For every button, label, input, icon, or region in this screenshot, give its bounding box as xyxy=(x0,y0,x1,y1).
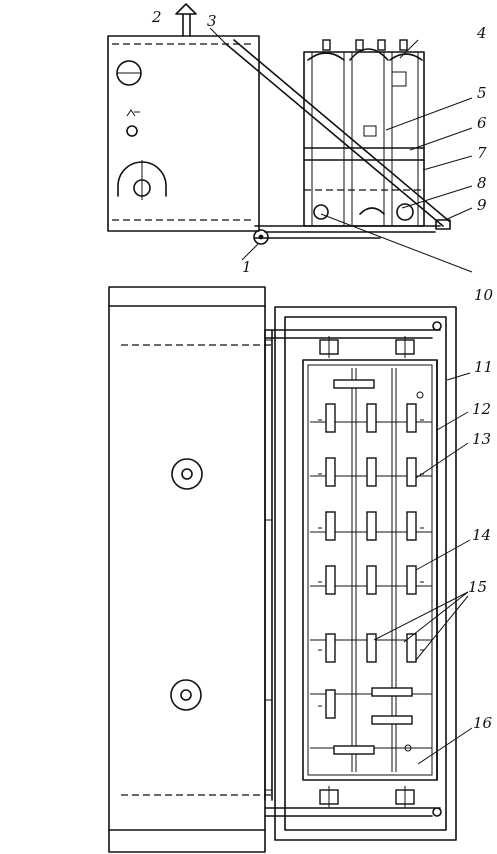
support-stay xyxy=(225,43,444,227)
tray-wheel-left xyxy=(313,204,329,220)
connector-links xyxy=(318,379,424,755)
door-boss-bottom xyxy=(170,679,202,711)
plan-view xyxy=(108,286,457,853)
housing-frame xyxy=(274,306,457,841)
callout-labels: 1 2 3 4 5 6 7 8 9 10 11 12 13 14 15 16 xyxy=(151,8,494,732)
door-boss-top xyxy=(171,458,203,490)
label-4: 4 xyxy=(476,24,487,42)
door-panel-plan xyxy=(108,286,266,853)
label-16: 16 xyxy=(473,714,493,732)
label-13: 13 xyxy=(472,430,491,448)
label-7: 7 xyxy=(477,144,487,162)
side-elevation xyxy=(107,3,473,273)
label-10: 10 xyxy=(474,286,494,304)
stay-clamp xyxy=(435,219,451,230)
label-6: 6 xyxy=(477,114,487,132)
label-8: 8 xyxy=(477,174,487,192)
label-11: 11 xyxy=(474,358,493,376)
battery-rack xyxy=(303,51,425,227)
label-3: 3 xyxy=(207,12,217,30)
fixture-small xyxy=(126,125,138,137)
label-2: 2 xyxy=(151,8,162,26)
tray-wheel-right xyxy=(396,203,414,221)
vent-arrow xyxy=(175,3,197,37)
label-1: 1 xyxy=(242,258,252,276)
label-14: 14 xyxy=(472,526,491,544)
rail-bolts xyxy=(319,336,415,808)
label-12: 12 xyxy=(472,400,491,418)
label-9: 9 xyxy=(477,196,487,214)
label-5: 5 xyxy=(477,84,487,102)
door-panel xyxy=(107,35,260,232)
leader-lines xyxy=(209,27,473,765)
label-15: 15 xyxy=(468,578,487,596)
hinge xyxy=(253,229,269,245)
